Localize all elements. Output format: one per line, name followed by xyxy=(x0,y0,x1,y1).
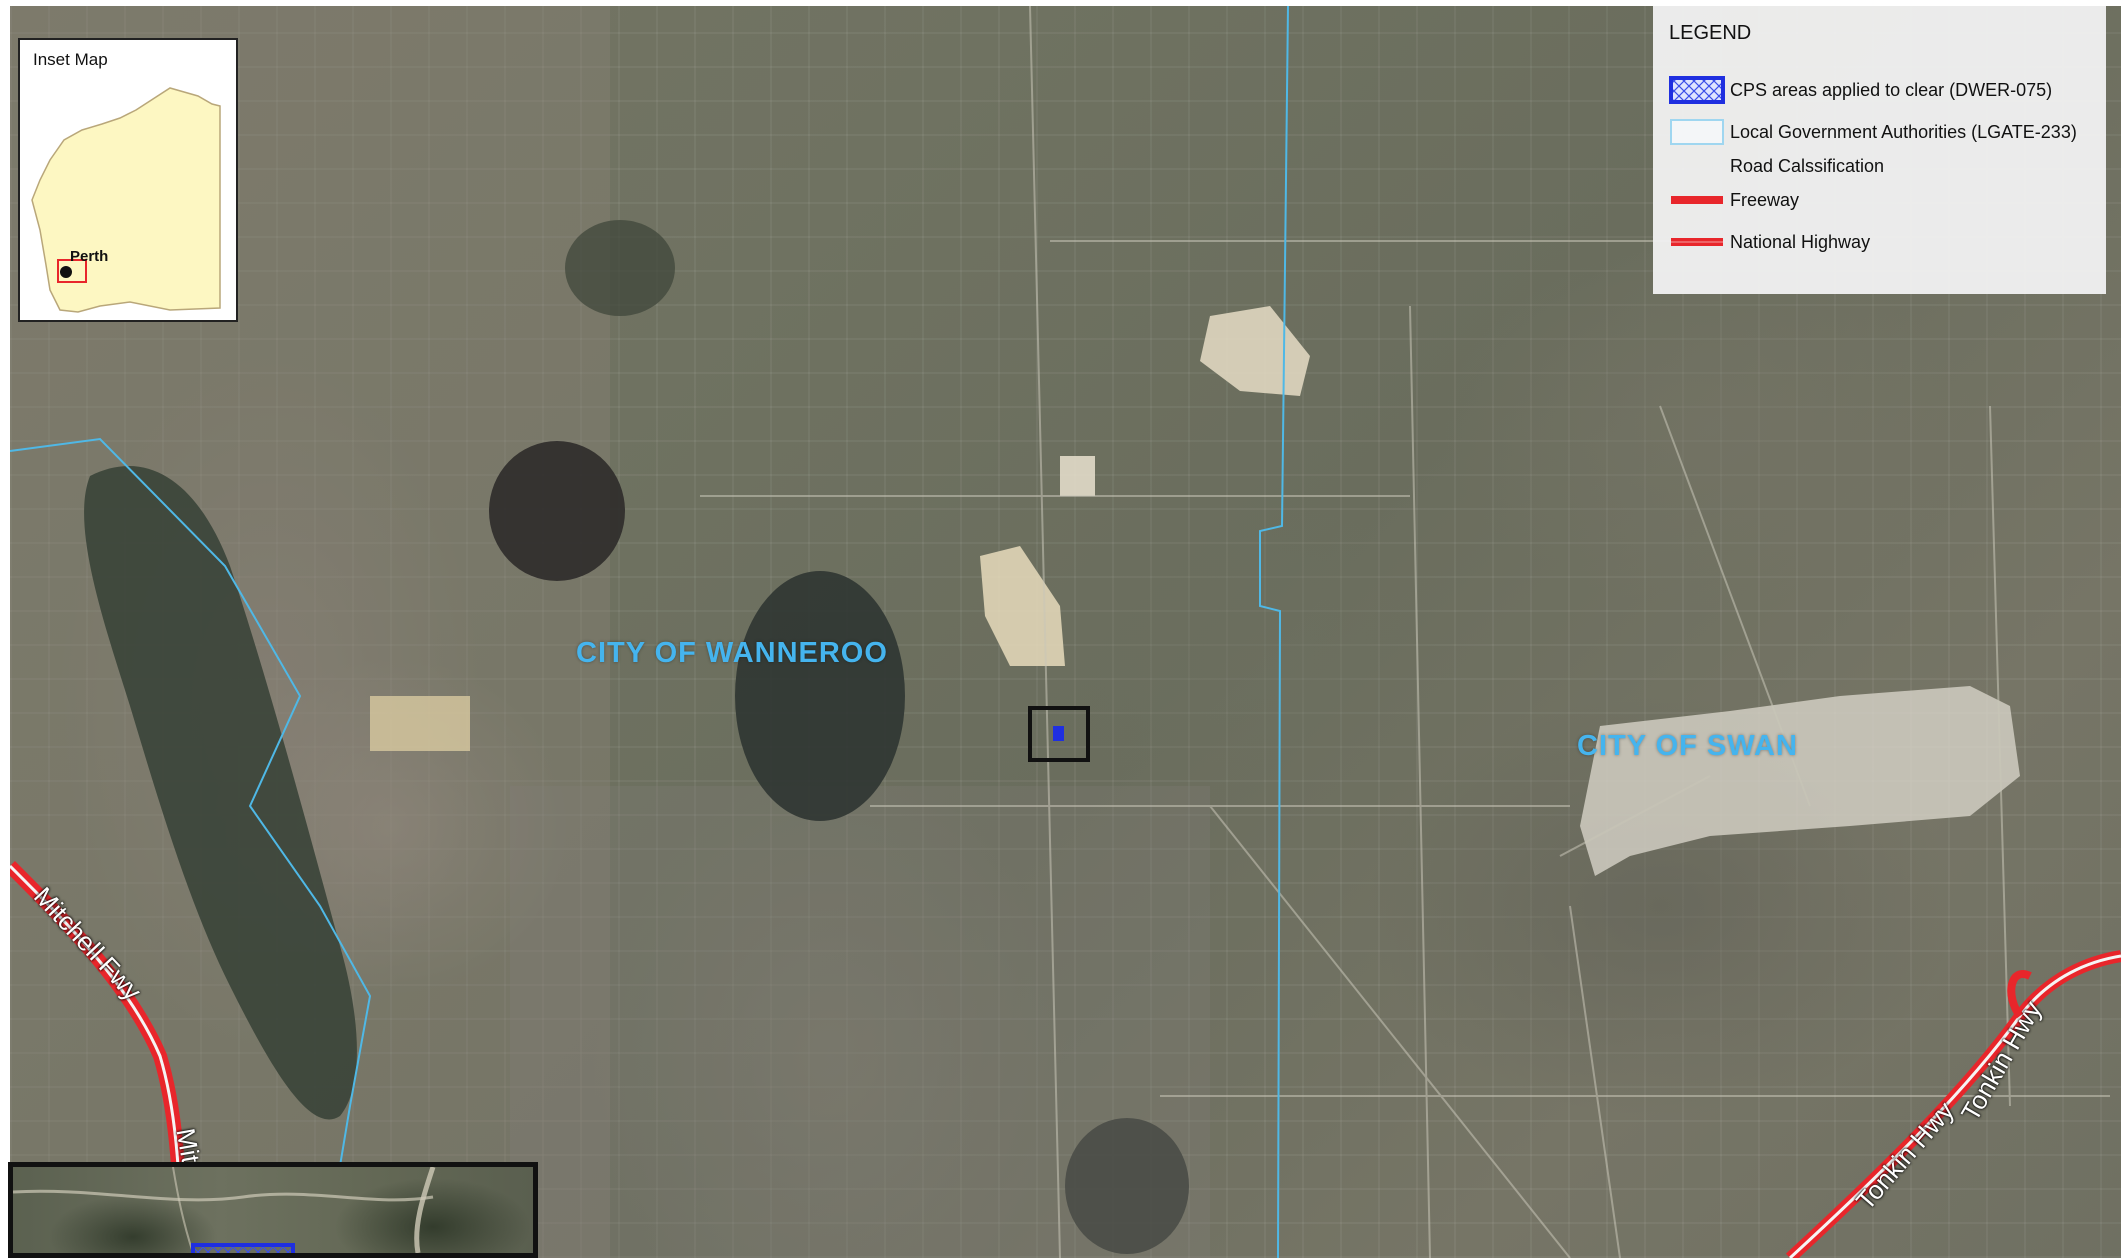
legend-panel: LEGEND CPS areas applied to clear (DWER-… xyxy=(1653,6,2106,294)
hatched-blue-swatch-icon xyxy=(1669,76,1725,104)
sand-patch xyxy=(370,696,470,751)
legend-label: Road Calssification xyxy=(1730,156,1885,176)
lake-north xyxy=(489,441,625,581)
lga-boundaries xyxy=(10,6,1289,1258)
legend-item-lga: Local Government Authorities (LGATE-233) xyxy=(1653,116,2106,148)
lake-central xyxy=(735,571,905,821)
legend-label: National Highway xyxy=(1730,232,1871,252)
legend-label: Freeway xyxy=(1730,190,1800,210)
cps-detail-area[interactable] xyxy=(191,1243,295,1253)
legend-label: CPS areas applied to clear (DWER-075) xyxy=(1730,80,2053,100)
lga-outline-swatch-icon xyxy=(1670,119,1724,145)
legend-item-road-class: Road Calssification xyxy=(1653,150,2106,182)
quarry-2 xyxy=(980,546,1065,666)
national-highway-line-icon xyxy=(1671,238,1723,246)
tracks xyxy=(700,6,2110,1258)
legend-label: Local Government Authorities (LGATE-233) xyxy=(1730,122,2077,142)
map-overlay xyxy=(10,6,2121,1258)
detail-inset-frame xyxy=(8,1162,538,1258)
top-white-strip xyxy=(383,0,1469,6)
legend-item-national-highway: National Highway xyxy=(1653,226,2106,258)
legend-item-cps: CPS areas applied to clear (DWER-075) xyxy=(1653,74,2106,106)
cps-area-marker[interactable] xyxy=(1053,726,1064,741)
detail-map xyxy=(13,1167,436,1253)
wa-outline-map xyxy=(31,87,221,313)
freeway-line-icon xyxy=(1671,196,1723,204)
legend-title: LEGEND xyxy=(1669,22,1752,44)
legend-item-freeway: Freeway xyxy=(1653,184,2106,216)
place-label-swan: CITY OF SWAN xyxy=(1577,730,1798,762)
quarry-3 xyxy=(1060,456,1095,496)
place-label-wanneroo: CITY OF WANNEROO xyxy=(576,637,888,669)
wetland-north xyxy=(565,220,675,316)
tonkin-highway xyxy=(1785,950,2121,1258)
quarry-1 xyxy=(1200,306,1310,396)
cps-site-box[interactable] xyxy=(1028,706,1090,762)
inset-location-label: Perth xyxy=(70,248,109,265)
inset-map: Inset Map Perth xyxy=(18,38,238,322)
inset-map-title: Inset Map xyxy=(33,50,108,69)
lake-joondalup xyxy=(84,466,357,1120)
road-label-mitchell-fwy-2: Mit xyxy=(170,1126,207,1166)
lake-south xyxy=(1065,1118,1189,1254)
